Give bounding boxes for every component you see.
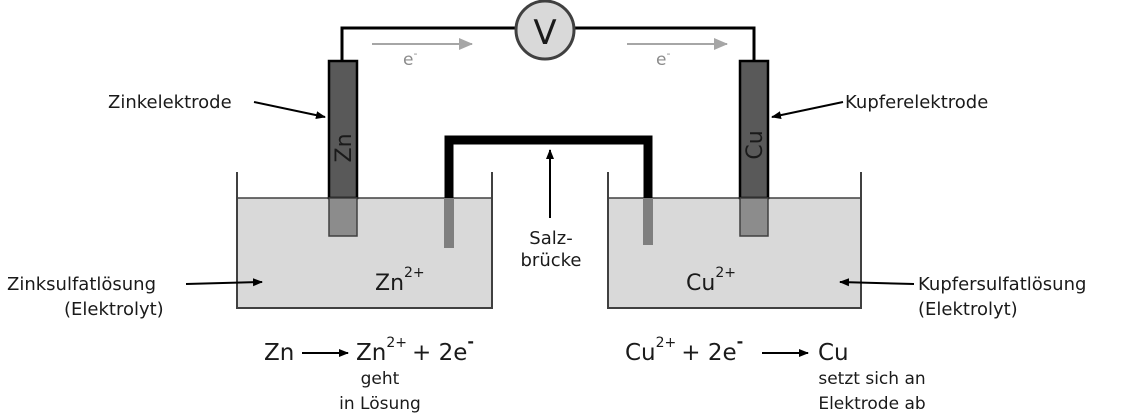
copper-electrode-symbol: Cu xyxy=(743,130,768,159)
electron-label-right: e- xyxy=(656,47,670,70)
zinc-solution-label-line1: Zinksulfatlösung xyxy=(7,274,156,295)
copper-half-reaction: Cu2++ 2e- Cu setzt sich an Elektrode ab xyxy=(625,332,926,414)
voltmeter: V xyxy=(514,0,576,61)
zinc-reaction-product: Zn2++ 2e- xyxy=(356,332,474,366)
external-wire xyxy=(340,26,515,60)
zinc-reaction-note-line1: geht xyxy=(361,369,400,389)
copper-electrode: Cu xyxy=(738,59,770,237)
zinc-electrode-symbol: Zn xyxy=(332,133,357,162)
salt-bridge-label-line1: Salz- xyxy=(529,228,572,249)
copper-solution-label-line1: Kupfersulfatlösung xyxy=(918,274,1086,295)
copper-solution-pointer xyxy=(839,278,915,287)
zinc-electrode-pointer xyxy=(253,101,326,120)
copper-reaction-note-line1: setzt sich an xyxy=(818,369,925,389)
copper-electrode-pointer xyxy=(771,101,844,120)
copper-reaction-product: Cu xyxy=(818,340,849,366)
copper-electrode-label: Kupferelektrode xyxy=(845,92,988,113)
copper-beaker xyxy=(607,172,862,309)
zinc-ion-label: Zn2+ xyxy=(375,265,425,296)
voltmeter-circle xyxy=(514,0,576,61)
external-wire-right xyxy=(574,26,756,60)
copper-reaction-reactants: Cu2++ 2e- xyxy=(625,332,743,366)
voltmeter-symbol: V xyxy=(533,13,556,53)
zinc-beaker xyxy=(236,172,493,309)
copper-reaction-note-line2: Elektrode ab xyxy=(818,394,925,414)
zinc-electrode: Zn xyxy=(327,59,359,237)
zinc-solution-label-line2: (Elektrolyt) xyxy=(64,299,164,320)
copper-ion-label: Cu2+ xyxy=(686,265,736,296)
copper-solution-label-line2: (Elektrolyt) xyxy=(918,299,1018,320)
salt-bridge-submerged-right xyxy=(643,198,653,245)
zinc-half-reaction: Zn Zn2++ 2e- geht in Lösung xyxy=(264,332,474,414)
salt-bridge-submerged-left xyxy=(444,198,454,248)
salt-bridge-label-line2: brücke xyxy=(521,250,582,271)
zinc-reaction-lhs: Zn xyxy=(264,340,294,366)
salt-bridge xyxy=(444,135,653,198)
zinc-solution-pointer xyxy=(185,278,263,287)
electron-label-left: e- xyxy=(403,47,417,70)
zinc-electrode-label: Zinkelektrode xyxy=(108,92,232,113)
zinc-reaction-note-line2: in Lösung xyxy=(339,394,421,414)
